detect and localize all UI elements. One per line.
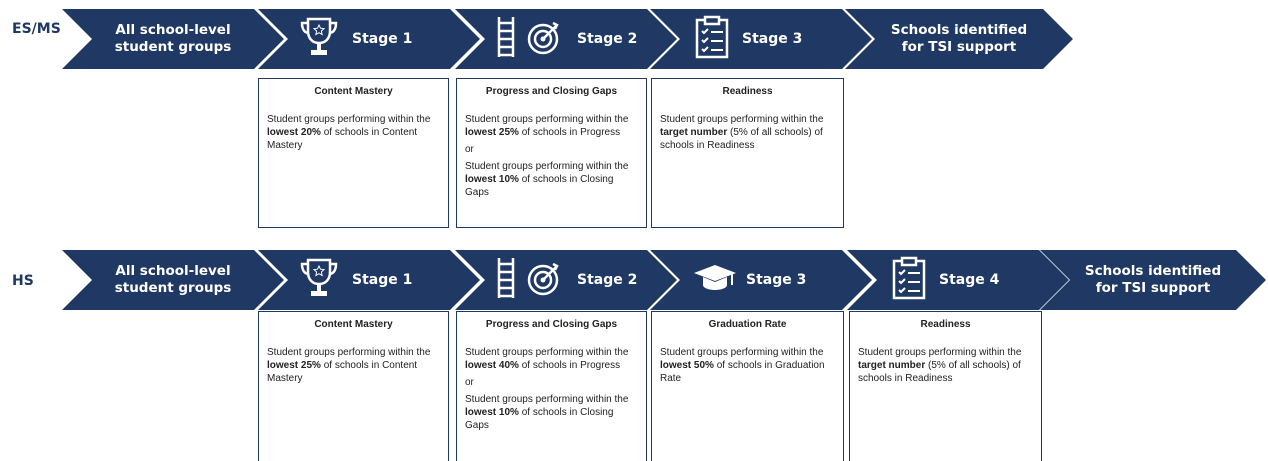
criteria-text: Student groups performing within the low… <box>660 347 825 384</box>
stage-2-title-hs: Stage 2 <box>577 272 638 288</box>
stage-1-title-esms: Stage 1 <box>352 31 413 47</box>
end-chevron-esms: Schools identified for TSI support <box>845 9 1073 69</box>
stage-3-chevron-esms: Stage 3 <box>650 9 872 69</box>
stage-2-title-esms: Stage 2 <box>577 31 638 47</box>
start-label-esms: All school-level student groups <box>114 22 232 55</box>
trophy-icon <box>298 15 340 64</box>
row-label-esms: ES/MS <box>12 21 61 37</box>
stage-4-chevron-hs: Stage 4 <box>847 250 1069 310</box>
stage-3-title-hs: Stage 3 <box>746 272 807 288</box>
criteria-text-2: Student groups performing within the low… <box>465 394 629 431</box>
criteria-box-esms-stage-1: Content Mastery Student groups performin… <box>258 78 449 228</box>
criteria-text: Student groups performing within the tar… <box>660 114 824 151</box>
criteria-box-hs-stage-4: Readiness Student groups performing with… <box>849 311 1042 461</box>
stage-3-title-esms: Stage 3 <box>742 31 803 47</box>
criteria-heading: Readiness <box>722 86 773 97</box>
row-label-hs: HS <box>12 273 34 289</box>
clipboard-icon <box>694 15 730 64</box>
criteria-heading: Content Mastery <box>314 319 393 330</box>
start-label-hs: All school-level student groups <box>114 263 232 296</box>
criteria-text: Student groups performing within the tar… <box>858 347 1022 384</box>
end-label-hs: Schools identified for TSI support <box>1084 263 1222 296</box>
stage-1-chevron-esms: Stage 1 <box>258 9 480 69</box>
trophy-icon <box>298 256 340 305</box>
criteria-box-esms-stage-2: Progress and Closing Gaps Student groups… <box>456 78 647 228</box>
start-chevron-hs: All school-level student groups <box>62 250 284 310</box>
stage-1-title-hs: Stage 1 <box>352 272 413 288</box>
stage-3-chevron-hs: Stage 3 <box>650 250 872 310</box>
criteria-text: Student groups performing within the low… <box>267 114 431 151</box>
start-chevron-esms: All school-level student groups <box>62 9 284 69</box>
criteria-heading: Content Mastery <box>314 86 393 97</box>
criteria-heading: Progress and Closing Gaps <box>485 86 618 97</box>
end-chevron-hs: Schools identified for TSI support <box>1040 250 1266 310</box>
criteria-heading: Progress and Closing Gaps <box>485 319 618 330</box>
criteria-heading: Readiness <box>920 319 971 330</box>
criteria-text: Student groups performing within the low… <box>465 347 629 371</box>
criteria-heading: Graduation Rate <box>708 319 787 330</box>
criteria-text-2: Student groups performing within the low… <box>465 161 629 198</box>
graduation-cap-icon <box>692 263 738 298</box>
criteria-or: or <box>465 377 474 388</box>
stage-2-chevron-hs: Stage 2 <box>455 250 677 310</box>
stage-1-chevron-hs: Stage 1 <box>258 250 480 310</box>
clipboard-icon <box>891 256 927 305</box>
criteria-box-hs-stage-1: Content Mastery Student groups performin… <box>258 311 449 461</box>
criteria-text: Student groups performing within the low… <box>465 114 629 138</box>
ladder-target-icon <box>495 15 567 64</box>
criteria-text: Student groups performing within the low… <box>267 347 431 384</box>
stage-2-chevron-esms: Stage 2 <box>455 9 677 69</box>
ladder-target-icon <box>495 256 567 305</box>
criteria-box-esms-stage-3: Readiness Student groups performing with… <box>651 78 844 228</box>
criteria-or: or <box>465 144 474 155</box>
stage-4-title-hs: Stage 4 <box>939 272 1000 288</box>
criteria-box-hs-stage-3: Graduation Rate Student groups performin… <box>651 311 844 461</box>
criteria-box-hs-stage-2: Progress and Closing Gaps Student groups… <box>456 311 647 461</box>
end-label-esms: Schools identified for TSI support <box>890 22 1028 55</box>
